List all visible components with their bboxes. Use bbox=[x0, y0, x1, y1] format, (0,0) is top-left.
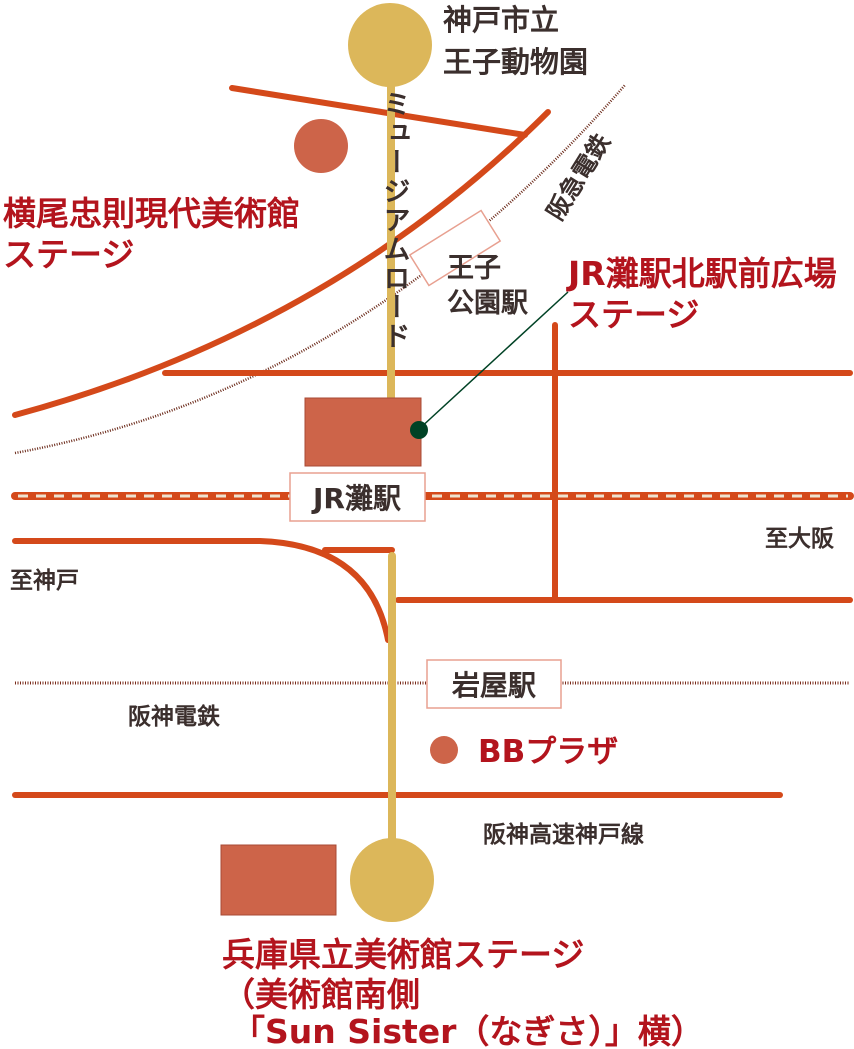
hyogo-stage-label-2: （美術館南側 bbox=[222, 975, 420, 1014]
bb-plaza-label: BBプラザ bbox=[478, 734, 618, 770]
zoo-marker bbox=[348, 3, 432, 87]
jr-station-box bbox=[289, 472, 426, 522]
expressway-label: 阪神高速神戸線 bbox=[483, 821, 644, 848]
to-kobe-label: 至神戸 bbox=[10, 567, 79, 594]
iwaya-station-label: 岩屋駅 bbox=[451, 669, 536, 702]
pointer-line bbox=[417, 291, 569, 431]
to-osaka-label: 至大阪 bbox=[765, 526, 834, 552]
oji-station-label-2: 公園駅 bbox=[447, 288, 528, 319]
hanshin-label: 阪神電鉄 bbox=[128, 703, 220, 730]
oji-station-label-1: 王子 bbox=[447, 253, 501, 284]
yokoo-stage-label-2: ステージ bbox=[3, 235, 134, 274]
zoo-label-2: 王子動物園 bbox=[443, 45, 588, 79]
oji-station-box bbox=[408, 209, 502, 287]
road-arc bbox=[12, 109, 551, 418]
road-north bbox=[229, 85, 528, 138]
hyogo-museum-building bbox=[220, 844, 337, 916]
jr-stage-pointer bbox=[410, 421, 428, 439]
hankyu-label: 阪急電鉄 bbox=[541, 129, 616, 225]
bb-plaza-marker bbox=[430, 736, 458, 764]
jr-plaza-building bbox=[304, 397, 422, 467]
jr-stage-label-1: JR灘駅北駅前広場 bbox=[566, 254, 837, 293]
jr-stage-label-2: ステージ bbox=[568, 295, 699, 334]
hyogo-stage-label-1: 兵庫県立美術館ステージ bbox=[222, 935, 584, 974]
yokoo-marker bbox=[294, 119, 348, 173]
hyogo-museum-marker bbox=[350, 838, 434, 922]
iwaya-station-box bbox=[426, 659, 562, 709]
zoo-label-1: 神戸市立 bbox=[443, 3, 559, 37]
jr-station-label: JR灘駅 bbox=[311, 482, 401, 515]
hyogo-stage-label-3: 「Sun Sister（なぎさ）」横） bbox=[232, 1012, 704, 1049]
museum-road-label: ミュージアムロード bbox=[379, 90, 410, 351]
road-curve bbox=[12, 538, 391, 643]
yokoo-stage-label-1: 横尾忠則現代美術館 bbox=[3, 194, 300, 233]
